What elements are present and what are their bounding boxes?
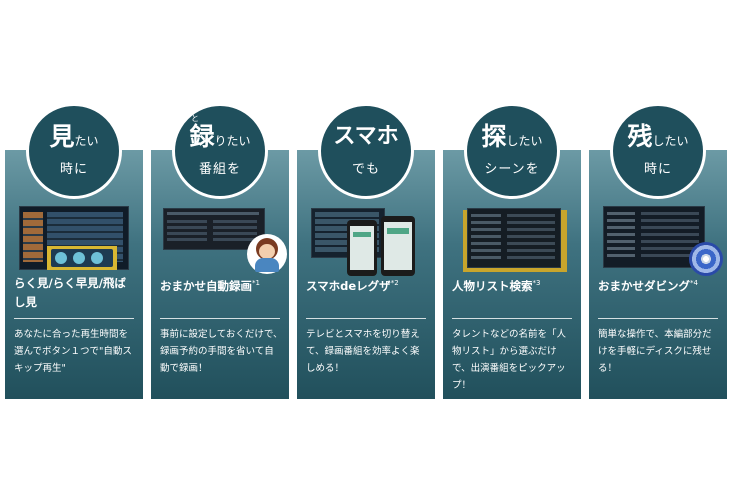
- feature-title-text: らく見/らく早見/飛ばし見: [14, 276, 126, 309]
- footnote-mark: *1: [252, 279, 260, 287]
- divider: [598, 318, 718, 319]
- feature-title: らく見/らく早見/飛ばし見: [14, 275, 137, 310]
- badge-big-text: 探: [481, 122, 507, 151]
- tv-dubbing-disc-image: [601, 202, 723, 276]
- badge: と 録りたい 番組を: [172, 103, 268, 199]
- feature-description: 簡単な操作で、本編部分だけを手軽にディスクに残せる！: [598, 329, 712, 374]
- badge: 見たい 時に: [26, 103, 122, 199]
- footnote-mark: *2: [390, 279, 399, 287]
- badge: スマホ でも: [318, 103, 414, 199]
- tv-and-phones-image: [309, 202, 423, 276]
- feature-card-smartphone: スマホ でも スマホdeレグザ*2 テレビとスマホを切り替えて、録画番組を効率よ…: [297, 103, 435, 399]
- badge-line2: 時に: [59, 162, 88, 177]
- feature-card-auto-record: と 録りたい 番組を おまかせ自動録画*1 事前に設定しておくだけで、録画予約の…: [151, 103, 289, 399]
- feature-title: おまかせダビング*4: [598, 275, 721, 294]
- feature-title-text: おまかせ自動録画: [160, 278, 252, 293]
- badge-big-text: 見: [49, 122, 75, 151]
- feature-title: おまかせ自動録画*1: [160, 275, 283, 294]
- footnote-mark: *4: [690, 279, 698, 287]
- feature-card-person-search: 探したい シーンを 人物リスト検索*3 タレントなどの名前を「人物リスト」から選…: [443, 103, 581, 399]
- divider: [452, 318, 572, 319]
- feature-card-auto-dubbing: 残したい 時に おまかせダビング*4 簡単な操作で、本編部分だけを手軽にディスク…: [589, 103, 727, 399]
- divider: [306, 318, 426, 319]
- badge-ruby: と: [191, 114, 199, 123]
- tv-person-list-image: [455, 202, 569, 276]
- feature-title-text: おまかせダビング: [598, 278, 690, 293]
- feature-title: 人物リスト検索*3: [452, 275, 575, 294]
- disc-icon: [689, 242, 723, 276]
- feature-title-text: スマホdeレグザ: [306, 278, 391, 293]
- divider: [14, 318, 134, 319]
- badge-small-text: たい: [74, 134, 99, 148]
- feature-card-raku-mi: 見たい 時に らく見/らく早見/飛ばし見 あなたに合った再生時間を選んでボタン１…: [5, 103, 143, 399]
- feature-description: あなたに合った再生時間を選んでボタン１つで"自動スキップ再生": [14, 329, 132, 374]
- tv-skip-playback-image: [17, 202, 131, 276]
- feature-title: スマホdeレグザ*2: [306, 275, 429, 294]
- badge-big-text: 残: [627, 122, 653, 151]
- feature-title-text: 人物リスト検索: [452, 278, 533, 293]
- badge-line2: シーンを: [484, 162, 540, 177]
- badge: 残したい 時に: [610, 103, 706, 199]
- badge-small-text: したい: [652, 134, 689, 148]
- badge-small-text: りたい: [214, 134, 251, 148]
- badge-line2: でも: [351, 162, 380, 177]
- badge-big-text: 録: [189, 122, 215, 151]
- badge-line2: 時に: [643, 162, 672, 177]
- footnote-mark: *3: [532, 279, 541, 287]
- badge-line2: 番組を: [198, 162, 241, 177]
- badge-small-text: したい: [506, 134, 543, 148]
- divider: [160, 318, 280, 319]
- tv-auto-record-image: [163, 202, 287, 276]
- feature-description: 事前に設定しておくだけで、録画予約の手間を省いて自動で録画！: [160, 329, 283, 374]
- badge-big-text: スマホ: [333, 124, 399, 149]
- feature-description: タレントなどの名前を「人物リスト」から選ぶだけで、出演番組をピックアップ！: [452, 329, 567, 391]
- badge: 探したい シーンを: [464, 103, 560, 199]
- feature-description: テレビとスマホを切り替えて、録画番組を効率よく楽しめる！: [306, 329, 420, 374]
